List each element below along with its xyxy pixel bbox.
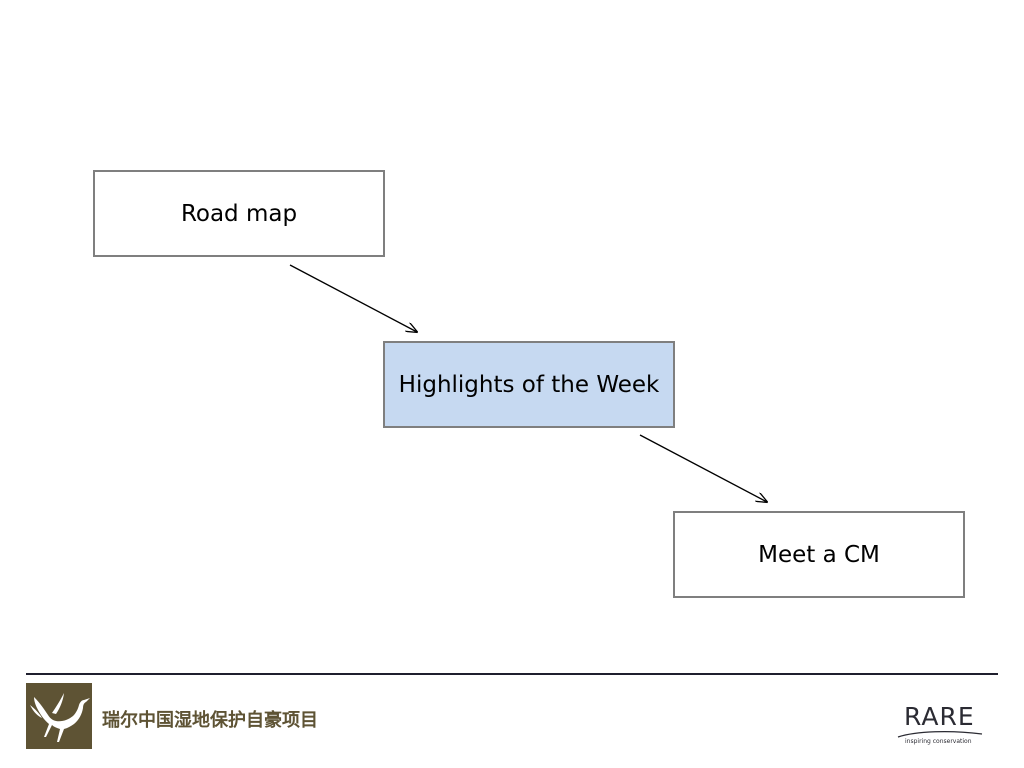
node-meet-a-cm: Meet a CM <box>673 511 965 598</box>
node-road-map: Road map <box>93 170 385 257</box>
rare-wordmark: RARE <box>904 702 975 731</box>
node-meet-a-cm-label: Meet a CM <box>758 541 880 568</box>
arrow-highlights-to-meet <box>639 434 767 502</box>
rare-tagline: inspiring conservation <box>905 738 972 745</box>
crane-icon <box>30 693 90 742</box>
footer-divider <box>26 673 998 675</box>
node-road-map-label: Road map <box>180 200 298 227</box>
arrow-road-to-highlights <box>289 264 417 332</box>
node-highlights-label: Highlights of the Week <box>398 371 660 398</box>
rare-logo: RARE inspiring conservation <box>896 700 986 750</box>
node-highlights-of-the-week: Highlights of the Week <box>383 341 675 428</box>
swoosh-icon <box>897 731 983 738</box>
crane-logo <box>26 683 92 749</box>
org-name: 瑞尔中国湿地保护自豪项目 <box>102 710 318 731</box>
